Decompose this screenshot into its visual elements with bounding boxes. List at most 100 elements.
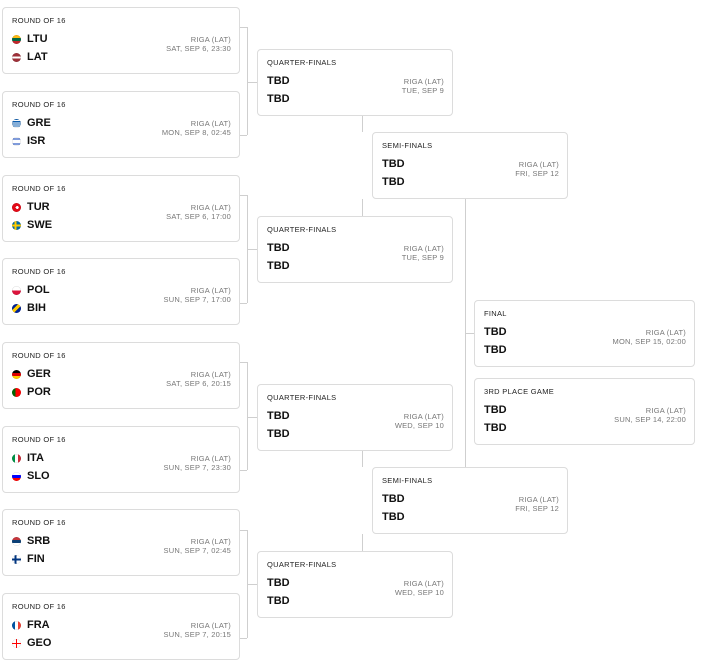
match-card-r16-8[interactable]: ROUND OF 16 FRA GEO RIGA (LAT)SUN, SEP 7… <box>2 593 240 660</box>
team-row-2: FIN <box>12 552 45 566</box>
germany-flag-icon <box>12 369 21 379</box>
team-name: SWE <box>27 219 53 231</box>
finland-flag-icon <box>12 554 21 564</box>
venue-text: RIGA (LAT) <box>403 244 444 253</box>
bracket-connector <box>240 362 247 363</box>
bracket-connector <box>362 199 363 216</box>
date-text: SUN, SEP 14, 22:00 <box>614 415 686 424</box>
bracket-connector <box>240 638 247 639</box>
team-name: TBD <box>382 493 405 505</box>
bracket-connector <box>362 534 363 551</box>
match-card-r16-1[interactable]: ROUND OF 16 LTU LAT RIGA (LAT)SAT, SEP 6… <box>2 7 240 74</box>
venue-text: RIGA (LAT) <box>190 286 231 295</box>
stage-label: ROUND OF 16 <box>12 518 66 527</box>
team-row-1: LTU <box>12 32 48 46</box>
team-name: TBD <box>382 176 405 188</box>
match-meta: RIGA (LAT)SUN, SEP 7, 20:15 <box>164 621 231 639</box>
poland-flag-icon <box>12 285 21 295</box>
stage-label: QUARTER-FINALS <box>267 225 337 234</box>
match-card-third-place[interactable]: 3RD PLACE GAME TBD TBD RIGA (LAT)SUN, SE… <box>474 378 695 445</box>
team-row-1: TBD <box>484 403 507 417</box>
date-text: SUN, SEP 7, 23:30 <box>163 463 231 472</box>
team-row-1: FRA <box>12 618 50 632</box>
match-meta: RIGA (LAT)TUE, SEP 9 <box>402 77 444 95</box>
match-card-qf-2[interactable]: QUARTER-FINALS TBD TBD RIGA (LAT)TUE, SE… <box>257 216 453 283</box>
bracket-connector <box>240 303 247 304</box>
match-card-r16-2[interactable]: ROUND OF 16 GRE ISR RIGA (LAT)MON, SEP 8… <box>2 91 240 158</box>
match-card-qf-1[interactable]: QUARTER-FINALS TBD TBD RIGA (LAT)TUE, SE… <box>257 49 453 116</box>
venue-text: RIGA (LAT) <box>403 579 444 588</box>
stage-label: SEMI-FINALS <box>382 476 433 485</box>
match-card-sf-1[interactable]: SEMI-FINALS TBD TBD RIGA (LAT)FRI, SEP 1… <box>372 132 568 199</box>
match-meta: RIGA (LAT)WED, SEP 10 <box>395 412 444 430</box>
team-name: TBD <box>267 577 290 589</box>
team-name: TBD <box>267 410 290 422</box>
bracket-connector <box>240 135 247 136</box>
bracket-connector <box>247 584 257 585</box>
team-name: TBD <box>484 326 507 338</box>
team-name: TBD <box>382 511 405 523</box>
team-row-2: TBD <box>382 510 405 524</box>
bracket-connector <box>465 333 474 334</box>
bracket-connector <box>362 451 363 467</box>
stage-label: FINAL <box>484 309 507 318</box>
venue-text: RIGA (LAT) <box>645 328 686 337</box>
match-card-r16-5[interactable]: ROUND OF 16 GER POR RIGA (LAT)SAT, SEP 6… <box>2 342 240 409</box>
team-name: TUR <box>27 201 50 213</box>
date-text: SUN, SEP 7, 02:45 <box>163 546 231 555</box>
date-text: SAT, SEP 6, 20:15 <box>166 379 231 388</box>
team-name: LTU <box>27 33 48 45</box>
match-meta: RIGA (LAT)WED, SEP 10 <box>395 579 444 597</box>
team-row-2: TBD <box>484 421 507 435</box>
match-meta: RIGA (LAT)SUN, SEP 7, 23:30 <box>164 454 231 472</box>
stage-label: ROUND OF 16 <box>12 16 66 25</box>
match-card-qf-4[interactable]: QUARTER-FINALS TBD TBD RIGA (LAT)WED, SE… <box>257 551 453 618</box>
venue-text: RIGA (LAT) <box>190 454 231 463</box>
team-name: TBD <box>484 404 507 416</box>
match-card-sf-2[interactable]: SEMI-FINALS TBD TBD RIGA (LAT)FRI, SEP 1… <box>372 467 568 534</box>
match-meta: RIGA (LAT)SUN, SEP 14, 22:00 <box>614 406 686 424</box>
match-card-r16-3[interactable]: ROUND OF 16 TUR SWE RIGA (LAT)SAT, SEP 6… <box>2 175 240 242</box>
team-name: POL <box>27 284 50 296</box>
bracket-connector <box>362 116 363 132</box>
team-row-2: TBD <box>267 92 290 106</box>
venue-text: RIGA (LAT) <box>518 495 559 504</box>
match-meta: RIGA (LAT)MON, SEP 8, 02:45 <box>162 119 231 137</box>
team-name: GER <box>27 368 51 380</box>
team-row-1: TBD <box>484 325 507 339</box>
match-card-final[interactable]: FINAL TBD TBD RIGA (LAT)MON, SEP 15, 02:… <box>474 300 695 367</box>
team-name: TBD <box>267 242 290 254</box>
greece-flag-icon <box>12 118 21 128</box>
date-text: FRI, SEP 12 <box>515 504 559 513</box>
stage-label: ROUND OF 16 <box>12 602 66 611</box>
turkey-flag-icon <box>12 202 21 212</box>
date-text: MON, SEP 15, 02:00 <box>612 337 686 346</box>
lithuania-flag-icon <box>12 34 21 44</box>
venue-text: RIGA (LAT) <box>403 412 444 421</box>
team-row-2: TBD <box>267 594 290 608</box>
team-name: GEO <box>27 637 52 649</box>
team-row-2: TBD <box>267 259 290 273</box>
match-card-qf-3[interactable]: QUARTER-FINALS TBD TBD RIGA (LAT)WED, SE… <box>257 384 453 451</box>
date-text: TUE, SEP 9 <box>401 86 444 95</box>
date-text: WED, SEP 10 <box>394 421 444 430</box>
france-flag-icon <box>12 620 21 630</box>
date-text: SAT, SEP 6, 17:00 <box>166 212 231 221</box>
match-card-r16-4[interactable]: ROUND OF 16 POL BIH RIGA (LAT)SUN, SEP 7… <box>2 258 240 325</box>
team-name: SRB <box>27 535 51 547</box>
match-card-r16-7[interactable]: ROUND OF 16 SRB FIN RIGA (LAT)SUN, SEP 7… <box>2 509 240 576</box>
team-name: BIH <box>27 302 46 314</box>
team-row-1: TBD <box>267 74 290 88</box>
team-row-1: GER <box>12 367 51 381</box>
team-name: TBD <box>267 260 290 272</box>
bracket-connector <box>240 530 247 531</box>
slovenia-flag-icon <box>12 471 21 481</box>
georgia-flag-icon <box>12 638 21 648</box>
team-name: TBD <box>267 93 290 105</box>
team-name: LAT <box>27 51 48 63</box>
bracket-connector <box>240 27 247 28</box>
stage-label: QUARTER-FINALS <box>267 58 337 67</box>
team-row-1: TUR <box>12 200 50 214</box>
match-card-r16-6[interactable]: ROUND OF 16 ITA SLO RIGA (LAT)SUN, SEP 7… <box>2 426 240 493</box>
